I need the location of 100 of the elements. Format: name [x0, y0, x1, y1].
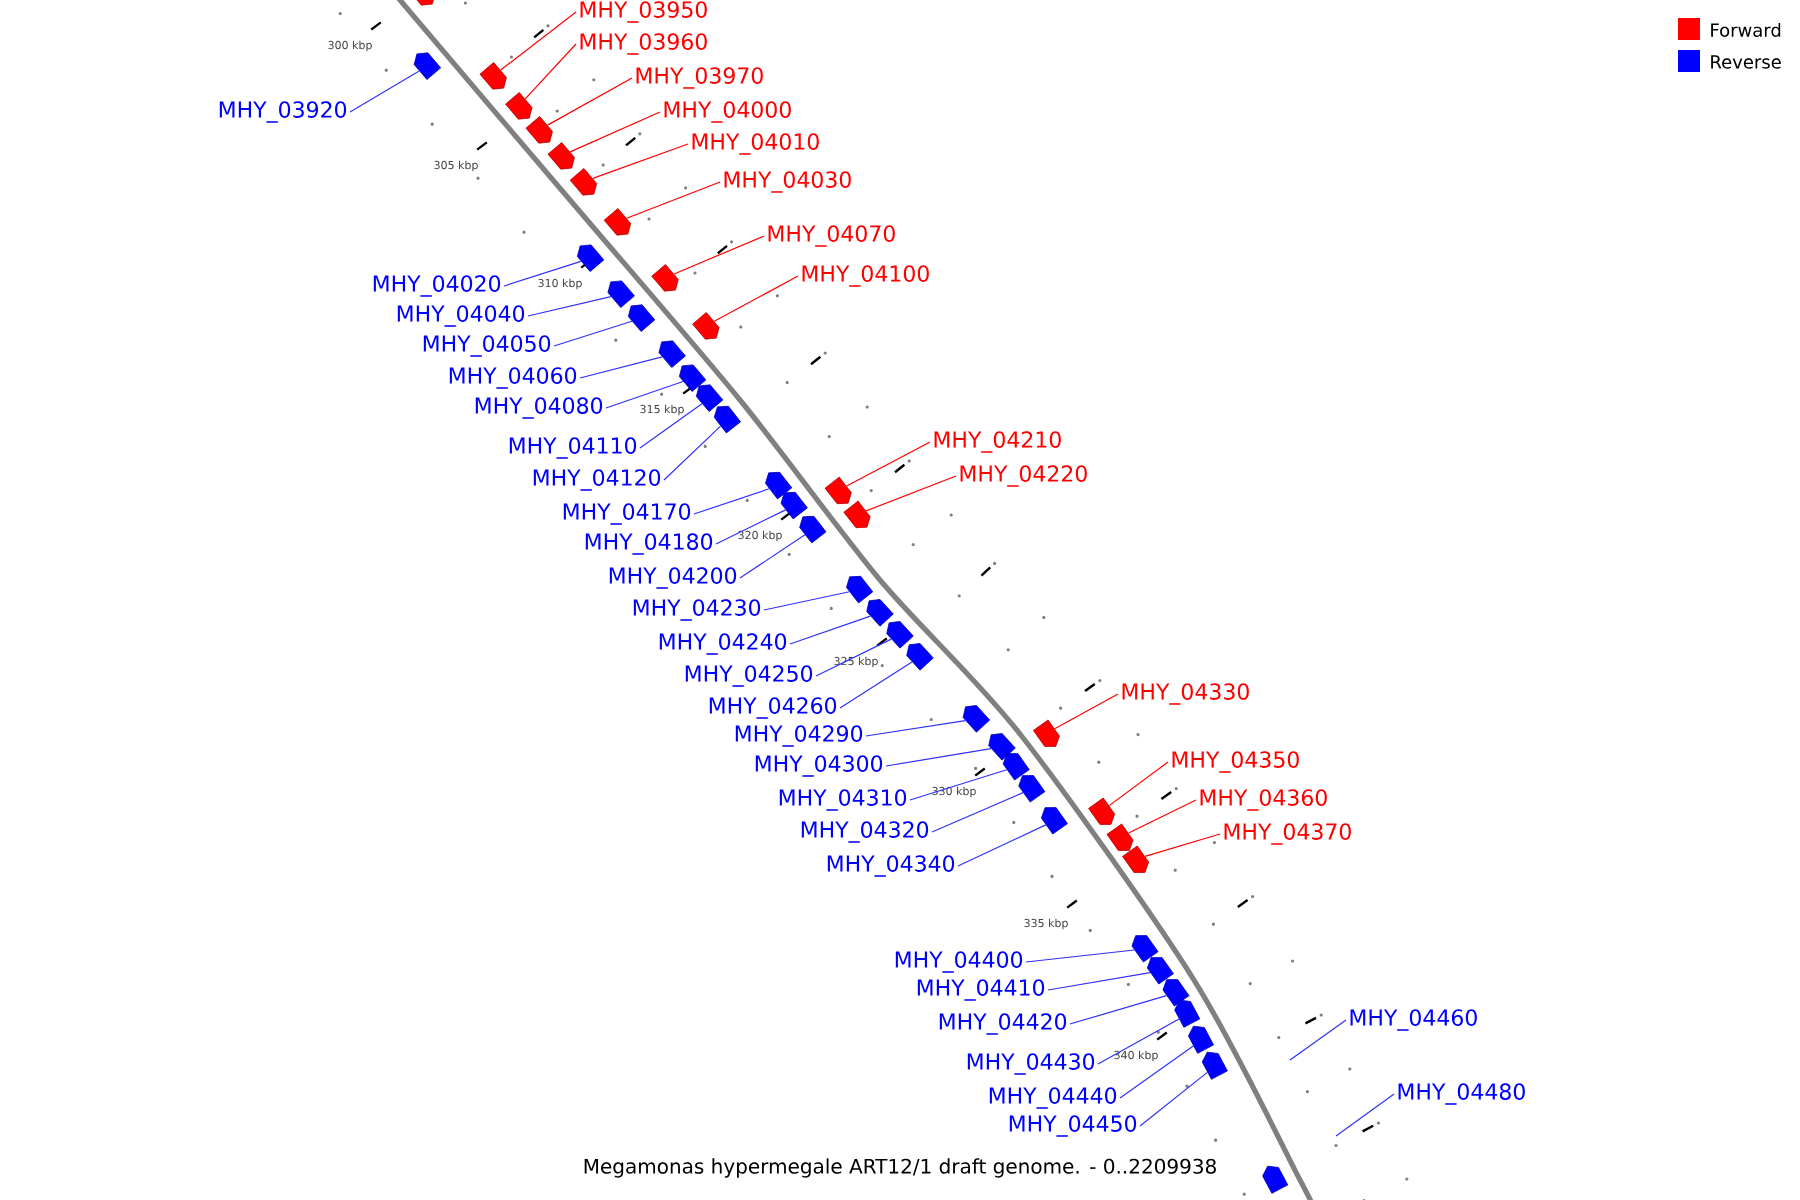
leader-line [1139, 1071, 1208, 1127]
gene-block [866, 599, 894, 627]
gene-label: MHY_04320 [801, 821, 929, 843]
leader-line [673, 235, 765, 275]
leader-line [547, 77, 633, 126]
gene-block [843, 500, 871, 529]
gene-label: MHY_04410 [917, 979, 1045, 1001]
gene-block [413, 52, 442, 80]
gene-block [1147, 957, 1174, 985]
leader-line [663, 425, 722, 481]
leader-line [1108, 761, 1169, 807]
gene-label: MHY_04360 [1200, 789, 1327, 811]
gene-block [678, 364, 707, 392]
gene-label: MHY_04420 [939, 1013, 1067, 1035]
leader-line [639, 403, 703, 449]
gene-label: MHY_04170 [563, 503, 691, 525]
gene-label: MHY_04460 [1350, 1009, 1477, 1031]
gene-block [695, 384, 724, 412]
gene-block [799, 515, 827, 544]
gene-block [1018, 775, 1046, 803]
gene-label: MHY_04450 [1009, 1115, 1137, 1137]
leader-line [579, 356, 663, 379]
gene-block [846, 575, 874, 604]
gene-label: MHY_04300 [755, 755, 883, 777]
gene-block [1201, 1051, 1228, 1080]
leader-line [1289, 1019, 1347, 1061]
gene-label: MHY_03950 [580, 1, 707, 23]
gene-label: MHY_04080 [475, 397, 603, 419]
gene-block [1088, 797, 1116, 825]
leader-line [553, 320, 633, 347]
leader-line [1025, 949, 1135, 963]
leader-line [815, 638, 892, 677]
gene-label: MHY_04100 [802, 265, 929, 287]
gene-block [658, 340, 686, 368]
leader-line [524, 43, 577, 100]
gene-label: MHY_03960 [580, 33, 707, 55]
gene-label: MHY_04400 [895, 951, 1023, 973]
gene-label: MHY_04030 [724, 171, 851, 193]
leader-line [957, 824, 1047, 867]
gene-block [780, 491, 808, 520]
leader-line [1069, 995, 1168, 1025]
gene-label: MHY_04230 [633, 599, 761, 621]
gene-label: MHY_04290 [735, 725, 863, 747]
gene-label: MHY_04040 [397, 305, 525, 327]
leader-line [763, 591, 850, 611]
leader-line [1054, 693, 1119, 730]
gene-block [569, 168, 598, 196]
gene-block [824, 476, 852, 505]
gene-label: MHY_04240 [659, 633, 787, 655]
gene-label: MHY_04070 [768, 225, 895, 247]
gene-label: MHY_04340 [827, 855, 955, 877]
leader-line [715, 509, 787, 545]
gene-label: MHY_04350 [1172, 751, 1299, 773]
gene-block [1032, 719, 1060, 747]
gene-block [1106, 823, 1134, 851]
gene-label: MHY_04310 [779, 789, 907, 811]
gene-label: MHY_04480 [1398, 1083, 1525, 1105]
gene-label: MHY_04440 [989, 1087, 1117, 1109]
gene-label: MHY_04330 [1122, 683, 1249, 705]
gene-block [906, 643, 934, 671]
gene-block [576, 244, 605, 272]
gene-block [692, 312, 720, 340]
leader-line [909, 769, 1008, 801]
leader-line [885, 748, 992, 767]
leader-line [1127, 799, 1197, 834]
leader-line [1047, 971, 1151, 991]
leader-line [931, 792, 1024, 833]
gene-block [627, 304, 656, 332]
leader-line [503, 260, 582, 287]
gene-block [505, 92, 533, 120]
legend-label: Reverse [1711, 55, 1781, 69]
gene-label: MHY_04000 [664, 101, 791, 123]
gene-block [713, 405, 741, 434]
gene-block [1188, 1025, 1214, 1054]
gene-block [1040, 807, 1068, 835]
gene-label: MHY_04020 [373, 275, 501, 297]
leader-line [1144, 833, 1221, 857]
gene-block [988, 733, 1016, 761]
gene-label: MHY_04180 [585, 533, 713, 555]
gene-label: MHY_04210 [934, 431, 1061, 453]
gene-label: MHY_04370 [1224, 823, 1351, 845]
gene-block [886, 621, 914, 649]
gene-block [525, 116, 553, 144]
leader-line [839, 661, 913, 709]
gene-block [1122, 845, 1150, 873]
gene-label: MHY_04060 [449, 367, 577, 389]
leader-line [1097, 1018, 1180, 1065]
gene-label: MHY_04260 [709, 697, 837, 719]
gene-label: MHY_04430 [967, 1053, 1095, 1075]
gene-block [1174, 999, 1201, 1028]
leader-line [569, 111, 661, 153]
gene-label: MHY_04120 [533, 469, 661, 491]
gene-block [1262, 1165, 1289, 1194]
gene-block [1131, 935, 1159, 963]
caption: Megamonas hypermegale ART12/1 draft genome. - 0..2209938 [584, 1158, 1216, 1178]
gene-block [962, 705, 991, 733]
gene-block [1162, 979, 1190, 1007]
leader-line [739, 534, 806, 579]
leader-line [1335, 1093, 1395, 1137]
leader-line [1119, 1045, 1194, 1099]
